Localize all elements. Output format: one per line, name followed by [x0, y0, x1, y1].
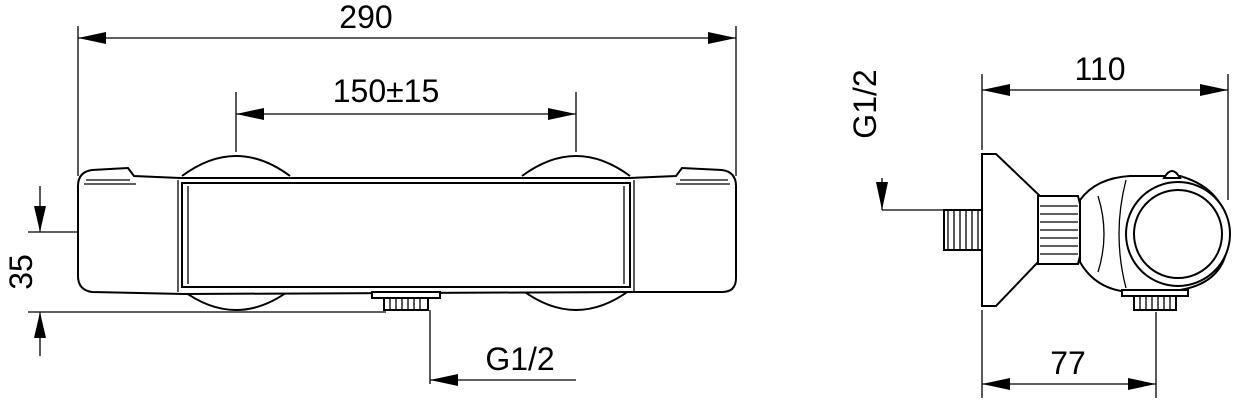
indicator-dome: [1162, 170, 1182, 179]
side-outlet-thread: [1133, 295, 1177, 311]
dim-label-77: 77: [1050, 345, 1086, 381]
arrow-outlet: [430, 374, 458, 386]
outlet-thread-lines: [389, 298, 421, 310]
arrow-inlet: [876, 182, 888, 210]
thermostat-body: [77, 166, 737, 296]
inlet-thread-lines: [947, 210, 979, 250]
right-cap-detail: [676, 179, 730, 185]
arrow-290-left: [78, 32, 106, 44]
wall-flange: [981, 153, 1041, 307]
center-section: [181, 182, 631, 288]
arrow-35-top: [34, 206, 46, 232]
arrow-290-right: [708, 32, 736, 44]
handle-cap-inner: [1133, 189, 1223, 279]
inlet-thread: [943, 209, 983, 251]
dim-label-290: 290: [339, 0, 392, 35]
left-escutcheon: [181, 155, 291, 311]
arrow-77-left: [982, 378, 1010, 390]
arrow-150-right: [548, 108, 576, 120]
arrow-150-left: [236, 108, 264, 120]
right-escutcheon: [521, 155, 631, 311]
handle-cap: [1125, 181, 1231, 287]
dim-label-110: 110: [1074, 51, 1125, 87]
arrow-77-right: [1128, 378, 1156, 390]
side-view: 110 77 G1/2: [847, 51, 1231, 398]
housing-seam: [1097, 179, 1127, 289]
front-view: 290 150±15 35 G1/2: [3, 0, 737, 386]
arrow-110-left: [982, 84, 1010, 96]
side-outlet-thread-lines: [1139, 296, 1171, 310]
arrow-110-right: [1200, 84, 1228, 96]
outlet-thread-label: G1/2: [485, 341, 554, 377]
outlet-thread: [383, 297, 429, 311]
outlet-nut: [371, 291, 441, 299]
inlet-thread-label: G1/2: [847, 69, 883, 138]
left-cap-detail: [84, 179, 136, 185]
union-nut-ribs: [1040, 205, 1078, 255]
dim-label-150: 150±15: [333, 73, 440, 109]
arrow-35-bottom: [34, 312, 46, 338]
dim-label-35: 35: [3, 254, 39, 290]
